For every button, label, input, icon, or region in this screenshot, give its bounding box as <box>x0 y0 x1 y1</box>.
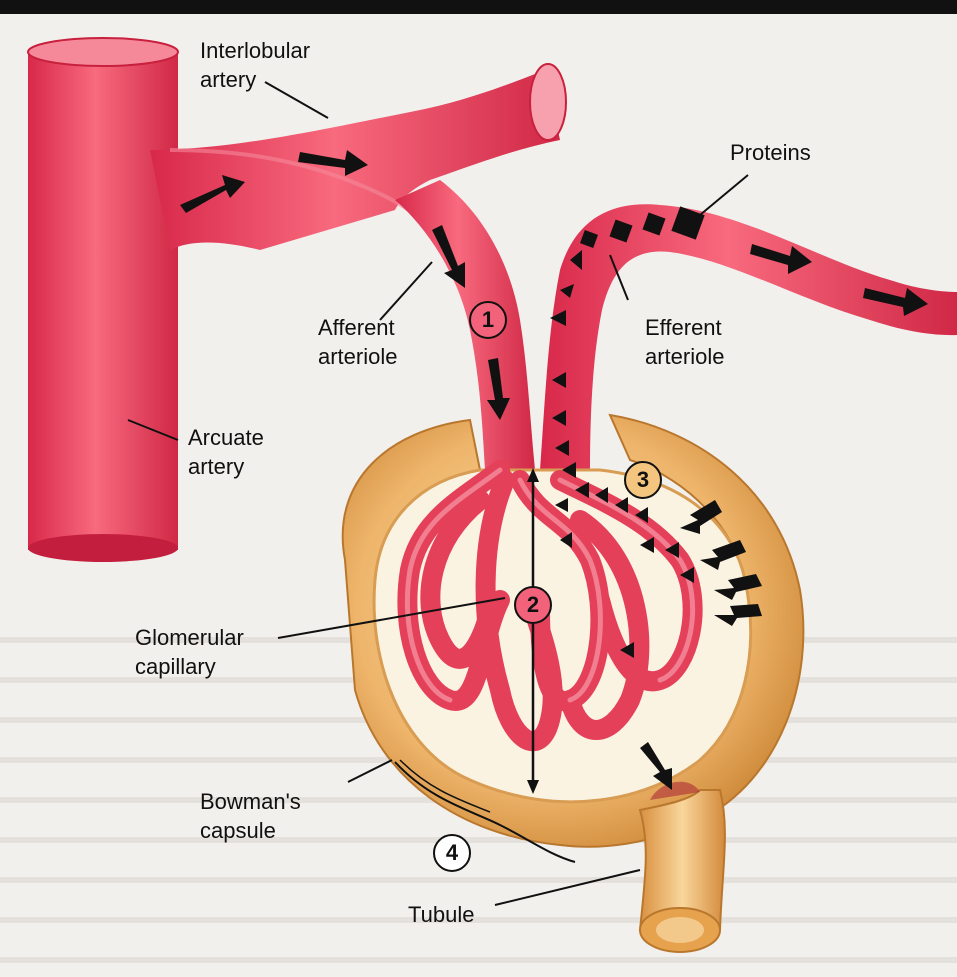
label-glomerular-capillary-line2: capillary <box>135 652 244 681</box>
arcuate-artery-shape <box>28 38 178 562</box>
top-border <box>0 0 957 14</box>
label-bowmans-capsule-line1: Bowman's <box>200 787 301 816</box>
step-marker-3: 3 <box>624 461 662 499</box>
label-bowmans-capsule-line2: capsule <box>200 816 301 845</box>
label-efferent-arteriole-line2: arteriole <box>645 342 724 371</box>
efferent-arteriole-shape <box>540 204 957 470</box>
label-interlobular-artery-line1: Interlobular <box>200 36 310 65</box>
label-afferent-arteriole: Afferent arteriole <box>318 313 397 371</box>
label-proteins: Proteins <box>730 138 811 167</box>
step-marker-2: 2 <box>514 586 552 624</box>
label-bowmans-capsule: Bowman's capsule <box>200 787 301 845</box>
label-afferent-arteriole-line1: Afferent <box>318 313 397 342</box>
label-efferent-arteriole: Efferent arteriole <box>645 313 724 371</box>
step-marker-4: 4 <box>433 834 471 872</box>
label-arcuate-artery-line1: Arcuate <box>188 423 264 452</box>
label-interlobular-artery-line2: artery <box>200 65 310 94</box>
label-efferent-arteriole-line1: Efferent <box>645 313 724 342</box>
label-tubule: Tubule <box>408 900 474 929</box>
label-glomerular-capillary-line1: Glomerular <box>135 623 244 652</box>
label-interlobular-artery: Interlobular artery <box>200 36 310 94</box>
label-afferent-arteriole-line2: arteriole <box>318 342 397 371</box>
tubule-shape <box>640 782 725 952</box>
step-marker-1: 1 <box>469 301 507 339</box>
label-arcuate-artery: Arcuate artery <box>188 423 264 481</box>
label-arcuate-artery-line2: artery <box>188 452 264 481</box>
label-glomerular-capillary: Glomerular capillary <box>135 623 244 681</box>
